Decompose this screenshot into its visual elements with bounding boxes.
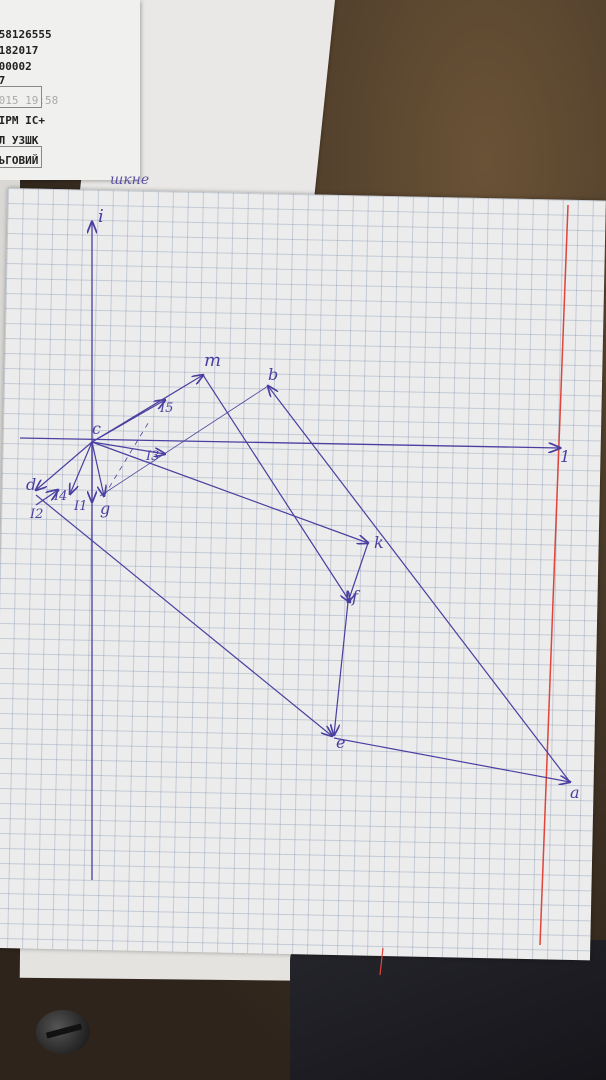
axis-label-horizontal: 1: [560, 447, 570, 466]
point-label-k: k: [374, 533, 384, 552]
receipt-line: ФІРМ ІС+: [0, 114, 45, 127]
receipt-line: 000002: [0, 60, 32, 73]
receipt: 758126555 0182017 000002 77 2015 19:58 Ф…: [0, 0, 140, 180]
point-label-m: m: [204, 350, 221, 371]
receipt-line: ЛЬГОВИЙ: [0, 154, 39, 167]
receipt-box: [0, 86, 42, 108]
vector-label-I1: I1: [73, 499, 87, 514]
handwritten-scribble: шкне: [110, 172, 150, 188]
margin-line-lower: [379, 947, 384, 976]
vector-label-I4: I4: [53, 489, 67, 504]
receipt-box: [0, 146, 42, 168]
vector-I3: [91, 441, 165, 454]
receipt-line: 0182017: [0, 44, 39, 57]
receipt-line: КЛ УЗШК: [0, 134, 39, 147]
receipt-line: 77: [0, 74, 6, 87]
point-label-c: c: [92, 419, 101, 438]
dark-cloth: [290, 940, 606, 1080]
receipt-line: 2015 19:58: [0, 94, 59, 107]
vector-m-f: [202, 374, 350, 602]
receipt-line: 758126555: [0, 28, 52, 41]
point-label-g: g: [100, 499, 110, 518]
vector-I5: [91, 400, 165, 443]
point-label-b: b: [268, 365, 278, 384]
diagram-lines: [36, 375, 570, 782]
vector-a-b: [268, 386, 571, 783]
point-label-e: e: [336, 733, 345, 752]
point-label-d: d: [26, 475, 36, 494]
background-papers: 758126555 0182017 000002 77 2015 19:58 Ф…: [0, 0, 606, 220]
vector-f-e: [334, 601, 349, 735]
dashed-construction: [103, 419, 151, 497]
horizontal-axis: [19, 437, 560, 448]
axis-label-vertical: i: [98, 206, 104, 227]
point-label-a: a: [570, 783, 580, 802]
line-b-g: [99, 385, 269, 497]
margin-line: [539, 204, 569, 946]
point-label-f: f: [351, 587, 361, 606]
vector-I4: [70, 441, 93, 494]
vector-k-f: [348, 542, 369, 602]
vector-c-k: [91, 441, 368, 543]
vector-c-d: [36, 441, 93, 490]
vector-e-a: [333, 737, 570, 782]
vector-label-I2: I2: [29, 507, 43, 522]
vector-label-I5: I5: [159, 401, 173, 416]
vector-d-e: [35, 494, 332, 736]
vector-I2: [35, 490, 58, 506]
vector-label-I3: I3: [145, 449, 159, 464]
vector-c-g: [91, 441, 104, 496]
